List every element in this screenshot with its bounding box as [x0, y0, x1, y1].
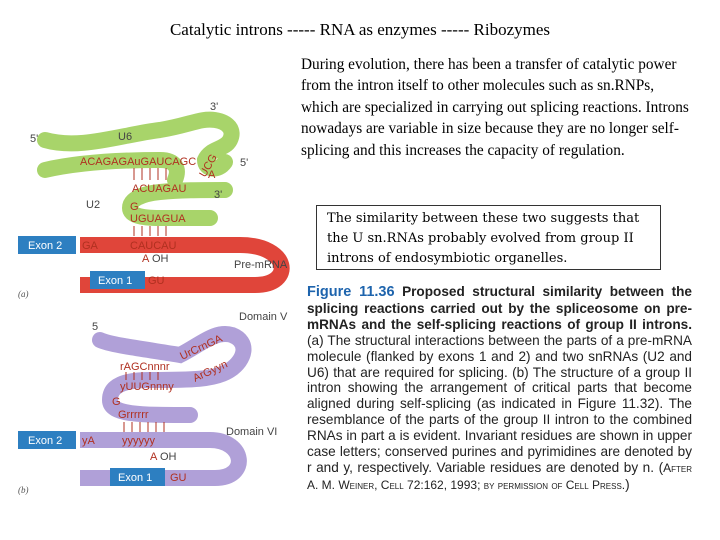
exon2-label-b: Exon 2 [28, 435, 62, 447]
domain5-strand [100, 334, 244, 415]
panel-a-label: (a) [18, 289, 29, 299]
oh-label-a: OH [152, 253, 169, 265]
domain6-yyy: yyyyyy [122, 435, 156, 447]
domain5-grrr: Grrrrrr [118, 409, 149, 421]
u2-label: U2 [86, 199, 100, 211]
exon2-label-a: Exon 2 [28, 240, 62, 252]
premrna-ga: GA [82, 240, 99, 252]
u2-pair-seq: ACUAGAU [132, 183, 186, 195]
u2-g: G [130, 201, 139, 213]
domain5-seq-top: rAGCnnnr [120, 361, 170, 373]
domain6-ya: yA [82, 435, 96, 447]
domain6-a: A [150, 451, 158, 463]
domain6-gu: GU [170, 472, 187, 484]
prime-5b-label: 5' [240, 157, 248, 169]
premrna-a: A [142, 253, 150, 265]
domain5-g: G [112, 396, 121, 408]
panel-b-label: (b) [18, 485, 29, 495]
prime-5-label: 5' [30, 133, 38, 145]
u2-sequence: UGUAGUA [130, 213, 186, 225]
exon1-label-b: Exon 1 [118, 472, 152, 484]
u6-label: U6 [118, 131, 132, 143]
domain5-label: Domain V [239, 311, 288, 323]
premrna-label: Pre-mRNA [234, 259, 288, 271]
prime-3-label: 3' [210, 101, 218, 113]
premrna-branch-seq: CAUCAU [130, 240, 177, 252]
five-label: 5 [92, 321, 98, 333]
oh-label-b: OH [160, 451, 177, 463]
domain6-label: Domain VI [226, 426, 277, 438]
u6-sequence: ACAGAGAuGAUCAGC [80, 156, 196, 168]
exon1-label-a: Exon 1 [98, 275, 132, 287]
premrna-gu: GU [148, 275, 165, 287]
prime-3b-label: 3' [214, 189, 222, 201]
domain5-seq-bottom: yUUGnnny [120, 381, 174, 393]
